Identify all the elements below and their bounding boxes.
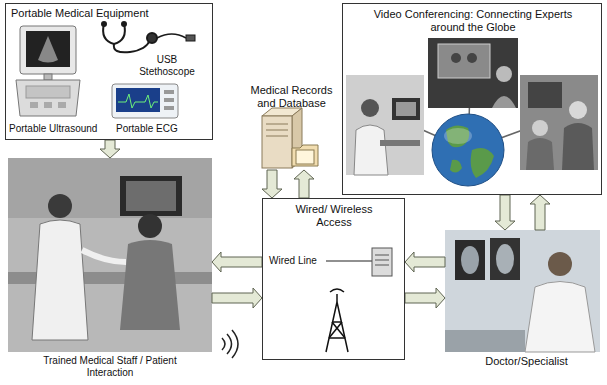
conference-photo <box>346 75 424 175</box>
block-arrow <box>530 195 550 230</box>
node-heading: Wired/ Wireless Access <box>284 203 384 229</box>
block-arrow <box>100 140 120 158</box>
conference-photo <box>520 75 598 170</box>
wireless-symbol <box>222 330 238 358</box>
access-box: Wired/ Wireless AccessWired Line <box>262 198 405 360</box>
doctor-photo <box>445 230 600 352</box>
staff-photo <box>8 158 212 352</box>
node-heading: Medical Records and Database <box>244 84 339 110</box>
node-heading: Trained Medical Staff / Patient Interact… <box>20 355 200 379</box>
conference-photo <box>428 38 518 108</box>
ultrasound-device <box>16 26 80 116</box>
radio-tower <box>326 289 348 352</box>
ecg-device <box>112 84 178 118</box>
video-conference-panel: Video Conferencing: Connecting Experts a… <box>342 3 602 195</box>
stethoscope-device <box>102 22 195 52</box>
block-arrow <box>294 170 314 198</box>
block-arrow <box>495 195 515 230</box>
block-arrow <box>405 252 445 272</box>
block-arrow <box>405 288 445 308</box>
node-note: Wired Line <box>269 255 325 267</box>
node-heading: Video Conferencing: Connecting Experts a… <box>363 8 583 34</box>
server-icon <box>262 108 318 168</box>
wired-line <box>326 248 392 276</box>
node-heading: Doctor/Specialist <box>449 355 604 368</box>
node-heading: Portable Medical Equipment <box>11 7 201 20</box>
block-arrow <box>212 288 262 308</box>
staff-photo-panel: Trained Medical Staff / Patient Interact… <box>8 158 212 382</box>
database-server: Medical Records and Database <box>240 80 335 170</box>
block-arrow <box>212 252 262 272</box>
device-label: Portable ECG <box>116 123 200 135</box>
device-label: Portable Ultrasound <box>9 123 109 135</box>
doctor-photo-panel: Doctor/Specialist <box>445 230 600 375</box>
globe <box>432 114 504 186</box>
block-arrow <box>262 170 282 198</box>
device-label: USB Stethoscope <box>130 54 204 78</box>
